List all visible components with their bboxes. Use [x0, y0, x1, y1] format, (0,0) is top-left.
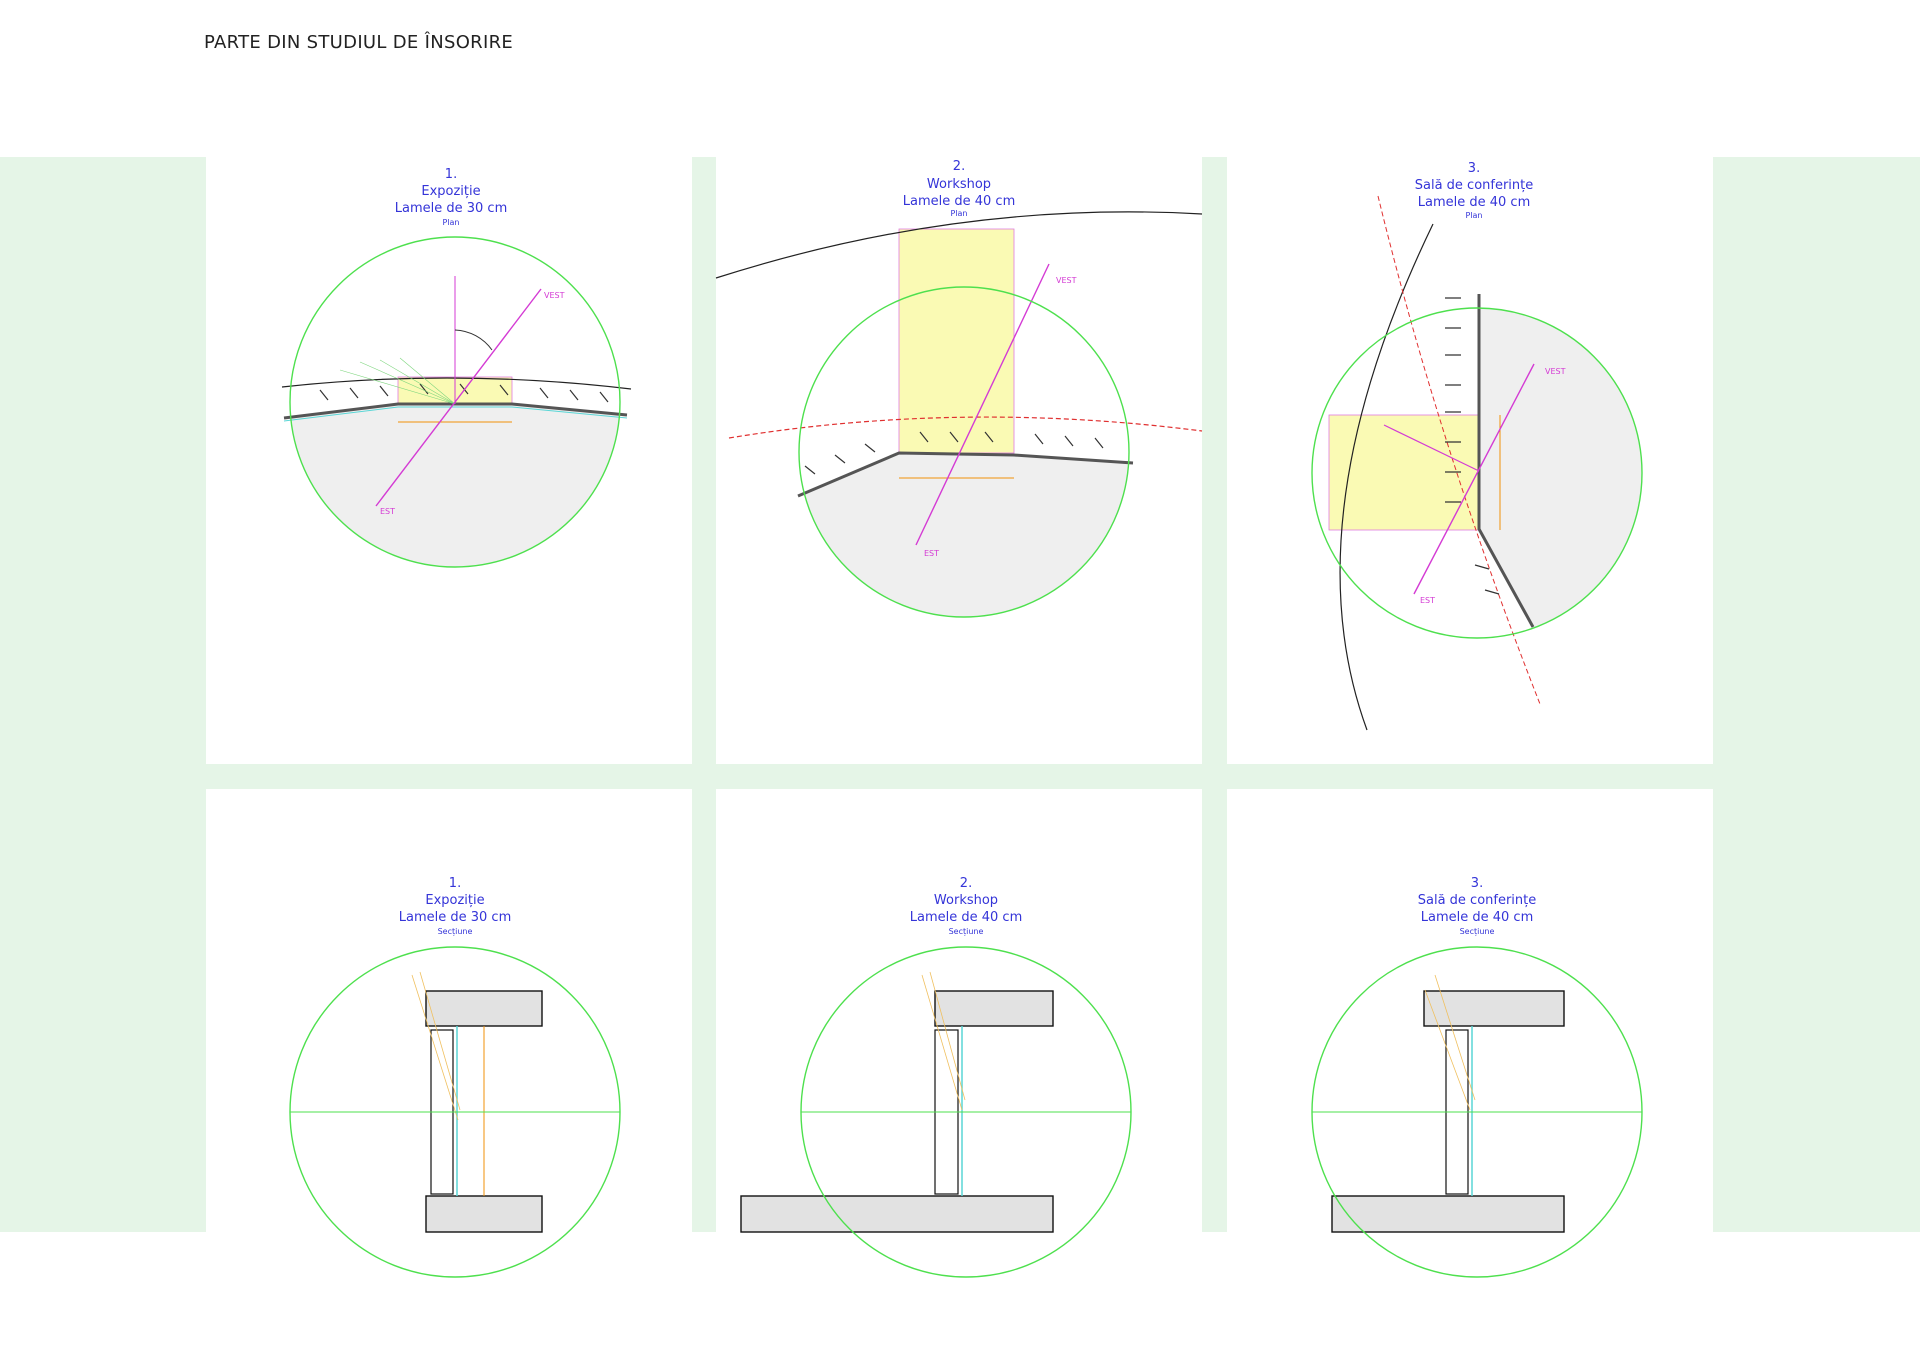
caption-number: 3. — [1471, 876, 1483, 891]
upper-slab — [934, 990, 1054, 1027]
page-title: PARTE DIN STUDIUL DE ÎNSORIRE — [204, 32, 514, 53]
roof-edge — [715, 211, 1203, 279]
caption-number: 1. — [445, 167, 457, 182]
azimuth-arc — [454, 329, 493, 351]
caption-number: 2. — [960, 876, 972, 891]
sun-area — [898, 228, 1015, 454]
sun-rays — [411, 971, 461, 1121]
caption-room: Expoziție — [425, 893, 484, 908]
interior-area — [290, 404, 620, 567]
section-3-drawing — [1311, 946, 1643, 1278]
east-label: EST — [1420, 596, 1435, 605]
caption-slats: Lamele de 40 cm — [1418, 195, 1530, 210]
plan-3-caption: 3. Sală de conferințe Lamele de 40 cm Pl… — [1415, 161, 1534, 220]
caption-view: Plan — [1465, 211, 1482, 220]
caption-slats: Lamele de 40 cm — [903, 194, 1015, 209]
caption-slats: Lamele de 30 cm — [399, 910, 511, 925]
caption-view: Plan — [442, 218, 459, 227]
section-1-caption: 1. Expoziție Lamele de 30 cm Secțiune — [399, 876, 511, 937]
glazing-line — [283, 406, 628, 422]
west-label: VEST — [544, 291, 565, 300]
plan-2-caption: 2. Workshop Lamele de 40 cm Plan — [903, 159, 1015, 218]
caption-slats: Lamele de 40 cm — [1421, 910, 1533, 925]
lower-slab — [740, 1195, 1054, 1233]
overhang-line — [728, 416, 1203, 439]
sun-study-circle — [1311, 946, 1643, 1278]
sun-study-circle — [289, 946, 621, 1278]
plan-1-caption: 1. Expoziție Lamele de 30 cm Plan — [395, 167, 507, 227]
east-label: EST — [380, 507, 395, 516]
caption-view: Secțiune — [1460, 927, 1495, 937]
upper-slab — [1423, 990, 1565, 1027]
louvers — [319, 383, 609, 403]
interior-area — [1479, 308, 1642, 627]
sun-study-circle — [798, 286, 1130, 618]
caption-number: 3. — [1468, 161, 1480, 176]
louvers — [1445, 297, 1500, 595]
interior-area — [799, 453, 1129, 617]
section-3-caption: 3. Sală de conferințe Lamele de 40 cm Se… — [1418, 876, 1537, 937]
sun-rays — [921, 971, 966, 1111]
sun-ray-line — [1383, 424, 1480, 472]
facade-line — [797, 451, 1134, 498]
sun-study-circle — [1311, 307, 1643, 639]
sun-rays — [339, 357, 456, 405]
caption-slats: Lamele de 40 cm — [910, 910, 1022, 925]
roof-edge — [281, 377, 632, 390]
sun-path-line — [1413, 363, 1535, 595]
plan-3-drawing: VEST EST — [1311, 195, 1643, 731]
section-2-caption: 2. Workshop Lamele de 40 cm Secțiune — [910, 876, 1022, 937]
facade-line — [1477, 294, 1535, 628]
west-label: VEST — [1545, 367, 1566, 376]
sun-path-line — [915, 263, 1050, 546]
lower-slab — [1331, 1195, 1565, 1233]
caption-room: Workshop — [934, 893, 998, 908]
caption-room: Sală de conferințe — [1415, 178, 1534, 193]
caption-view: Secțiune — [949, 927, 984, 937]
caption-number: 2. — [953, 159, 965, 174]
roof-edge — [1339, 223, 1434, 731]
sun-path-line — [375, 288, 542, 507]
west-label: VEST — [1056, 276, 1077, 285]
louvers — [804, 431, 1104, 475]
upper-slab — [425, 990, 543, 1027]
caption-room: Workshop — [927, 177, 991, 192]
sun-study-circle — [289, 236, 621, 568]
caption-number: 1. — [449, 876, 461, 891]
caption-view: Secțiune — [438, 927, 473, 937]
caption-room: Sală de conferințe — [1418, 893, 1537, 908]
sun-study-circle — [800, 946, 1132, 1278]
sun-rays — [1424, 974, 1476, 1111]
caption-slats: Lamele de 30 cm — [395, 201, 507, 216]
caption-room: Expoziție — [421, 184, 480, 199]
east-label: EST — [924, 549, 939, 558]
plan-1-drawing: VEST EST — [281, 236, 632, 568]
lower-slab — [425, 1195, 543, 1233]
plan-2-drawing: VEST EST — [715, 211, 1203, 618]
section-2-drawing — [740, 946, 1132, 1278]
section-1-drawing — [289, 946, 621, 1278]
caption-view: Plan — [950, 209, 967, 218]
